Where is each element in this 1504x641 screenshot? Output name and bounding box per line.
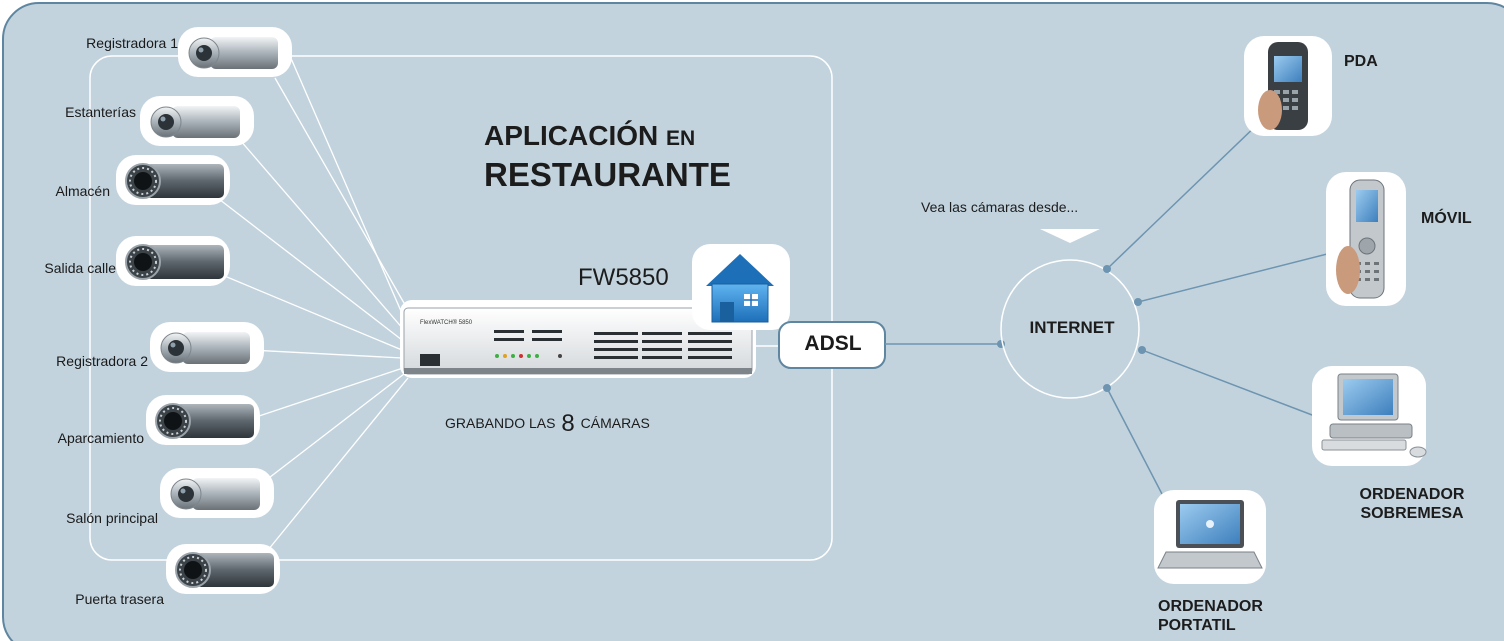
client-links <box>1106 119 1336 495</box>
pda-label: PDA <box>1344 53 1378 70</box>
dvr-front-label: FlexWATCH® 5850 <box>420 319 473 326</box>
laptop-label: ORDENADOR PORTATIL <box>1158 597 1263 635</box>
recording-count: 8 <box>561 410 575 437</box>
adsl-label: ADSL <box>804 332 862 355</box>
desktop-label-line-2: SOBREMESA <box>1360 505 1464 522</box>
title-line-1: APLICACIÓN EN <box>484 120 695 152</box>
client-link-dots <box>1103 265 1146 392</box>
camera-almacen <box>116 155 230 205</box>
dvr-fw5850 <box>400 300 756 378</box>
desktop-computer-icon <box>1312 366 1427 466</box>
house-icon <box>692 244 790 330</box>
title-main: APLICACIÓN <box>484 120 659 151</box>
laptop-icon <box>1154 490 1266 584</box>
camera-registradora-1 <box>178 27 292 77</box>
internet-label: INTERNET <box>1029 318 1115 337</box>
camera-registradora-2 <box>150 322 264 372</box>
camera-links <box>214 55 409 567</box>
desktop-label: ORDENADOR SOBREMESA <box>1338 485 1486 523</box>
camera-label-estanterias: Estanterías <box>65 104 136 120</box>
laptop-label-line-2: PORTATIL <box>1158 617 1236 634</box>
pointer-triangle <box>1040 229 1100 243</box>
laptop-label-line-1: ORDENADOR <box>1158 598 1263 615</box>
camera-puerta-trasera <box>166 544 280 594</box>
recording-suffix: CÁMARAS <box>580 415 650 431</box>
device-model: FW5850 <box>578 264 669 291</box>
adsl-box <box>778 321 886 369</box>
title-small: EN <box>666 127 696 150</box>
title-line-2: RESTAURANTE <box>484 156 731 193</box>
camera-aparcamiento <box>146 395 260 445</box>
camera-label-aparcamiento: Aparcamiento <box>57 430 144 446</box>
pda-icon <box>1244 36 1332 136</box>
camera-label-almacen: Almacén <box>55 183 110 199</box>
camera-salida-calle <box>116 236 230 286</box>
camera-label-salida-calle: Salida calle <box>44 260 116 276</box>
mobile-phone-icon <box>1326 172 1406 306</box>
camera-label-puerta-trasera: Puerta trasera <box>75 591 164 607</box>
recording-text: GRABANDO LAS 8 CÁMARAS <box>445 410 650 438</box>
recording-prefix: GRABANDO LAS <box>445 415 556 431</box>
restaurant-frame <box>89 55 833 561</box>
camera-estanterias <box>140 96 254 146</box>
internet-circle <box>1000 259 1140 399</box>
camera-label-registradora-2: Registradora 2 <box>56 353 148 369</box>
view-from-label: Vea las cámaras desde... <box>921 199 1079 215</box>
camera-label-salon-principal: Salón principal <box>66 510 158 526</box>
camera-salon-principal <box>160 468 274 518</box>
movil-label: MÓVIL <box>1421 210 1472 227</box>
camera-label-registradora-1: Registradora 1 <box>86 35 178 51</box>
desktop-label-line-1: ORDENADOR <box>1359 486 1465 503</box>
